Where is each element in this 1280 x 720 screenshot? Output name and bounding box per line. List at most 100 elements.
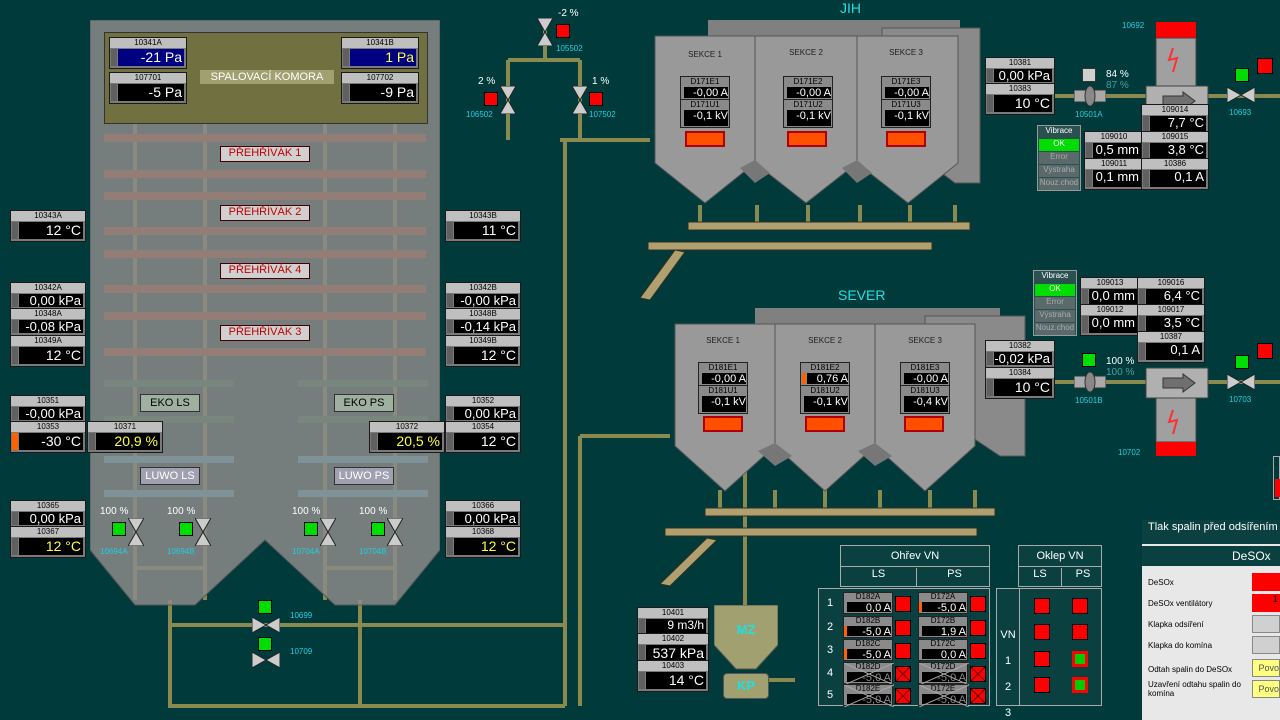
valve-10694A-icon[interactable] bbox=[128, 518, 144, 546]
jih-section-2-voltage[interactable]: D171U2-0,1 kV bbox=[783, 99, 833, 128]
jih-section-3-voltage[interactable]: D171U3-0,1 kV bbox=[881, 99, 931, 128]
oklep-1-ls-status[interactable] bbox=[1034, 624, 1050, 640]
valve-10694B-status[interactable] bbox=[179, 522, 193, 536]
ohrev-ps-tag[interactable]: D172E-5,0 A bbox=[918, 684, 969, 707]
tag-10351[interactable]: 10351-0,00 kPa bbox=[10, 395, 86, 423]
valve-10699-status[interactable] bbox=[258, 600, 272, 614]
sever-section-1-status-lamp[interactable] bbox=[703, 416, 743, 432]
desox-draw-button[interactable]: Povo bbox=[1252, 659, 1280, 677]
valve-10704A-status[interactable] bbox=[304, 522, 318, 536]
oklep-vn-ls-status[interactable] bbox=[1034, 598, 1050, 614]
exhaust-fan-10702[interactable] bbox=[1143, 366, 1213, 458]
damper-10501A-status[interactable] bbox=[1082, 68, 1096, 82]
ohrev-ls-heater-status[interactable] bbox=[895, 643, 911, 659]
desox-close-button[interactable]: Povo bbox=[1252, 680, 1280, 698]
oklep-vn-ps-status[interactable] bbox=[1072, 598, 1088, 614]
tag-10382[interactable]: 10382-0,02 kPa bbox=[985, 340, 1055, 368]
valve-10703-alarm[interactable] bbox=[1257, 343, 1273, 359]
valve-105502-status[interactable] bbox=[556, 24, 570, 38]
damper-10501B-icon[interactable] bbox=[1074, 370, 1106, 394]
sever-section-1-voltage[interactable]: D181U1-0,1 kV bbox=[698, 385, 748, 414]
oklep-1-ps-status[interactable] bbox=[1072, 624, 1088, 640]
valve-10709-icon[interactable] bbox=[252, 652, 280, 668]
ohrev-ls-tag[interactable]: D182B-5,0 A bbox=[843, 616, 893, 638]
valve-10703-icon[interactable] bbox=[1227, 374, 1255, 390]
valve-106502-icon[interactable] bbox=[500, 86, 516, 114]
ohrev-ps-heater-status[interactable] bbox=[970, 620, 986, 636]
valve-10704B-icon[interactable] bbox=[387, 518, 403, 546]
valve-10704A-icon[interactable] bbox=[320, 518, 336, 546]
damper-10501A-icon[interactable] bbox=[1074, 84, 1106, 108]
jih-section-1-voltage[interactable]: D171U1-0,1 kV bbox=[680, 99, 730, 128]
oklep-2-ps-status[interactable] bbox=[1072, 651, 1088, 667]
valve-10693-alarm[interactable] bbox=[1257, 58, 1273, 74]
jih-section-3-current[interactable]: D171E3-0,00 A bbox=[881, 76, 931, 100]
ohrev-ls-tag[interactable]: D182C-5,0 A bbox=[843, 639, 893, 661]
jih-section-1-current[interactable]: D171E1-0,00 A bbox=[680, 76, 730, 100]
tag-107701[interactable]: 107701-5 Pa bbox=[109, 72, 187, 104]
ohrev-ls-heater-status[interactable] bbox=[895, 666, 911, 682]
mz-tank[interactable] bbox=[714, 605, 778, 673]
sever-section-3-current[interactable]: D181E3-0,00 A bbox=[900, 362, 950, 386]
oklep-3-ls-status[interactable] bbox=[1034, 677, 1050, 693]
valve-10709-status[interactable] bbox=[258, 637, 272, 651]
desox-status[interactable] bbox=[1252, 573, 1280, 591]
tag-10353[interactable]: 10353-30 °C bbox=[10, 421, 86, 453]
kp-tank-label[interactable]: KP bbox=[723, 673, 769, 699]
oklep-3-ps-status[interactable] bbox=[1072, 677, 1088, 693]
valve-105502-icon[interactable] bbox=[537, 18, 553, 46]
jih-section-1-status-lamp[interactable] bbox=[685, 131, 725, 147]
ohrev-ls-heater-status[interactable] bbox=[895, 688, 911, 704]
sever-section-3-voltage[interactable]: D181U3-0,4 kV bbox=[900, 385, 950, 414]
sever-section-2-voltage[interactable]: D181U2-0,1 kV bbox=[800, 385, 850, 414]
tag-10341A[interactable]: 10341A-21 Pa bbox=[109, 37, 187, 69]
ohrev-ps-tag[interactable]: D172A-5,0 A bbox=[918, 592, 968, 614]
ohrev-ps-heater-status[interactable] bbox=[970, 596, 986, 612]
desox-fans-status[interactable]: 1 bbox=[1252, 594, 1280, 612]
sever-section-3-status-lamp[interactable] bbox=[904, 416, 944, 432]
valve-10694B-icon[interactable] bbox=[195, 518, 211, 546]
sever-section-2-status-lamp[interactable] bbox=[805, 416, 845, 432]
ohrev-ps-heater-status[interactable] bbox=[970, 666, 986, 682]
ohrev-ls-heater-status[interactable] bbox=[895, 596, 911, 612]
ohrev-ls-tag[interactable]: D182E-5,0 A bbox=[843, 684, 894, 707]
ohrev-ps-heater-status[interactable] bbox=[970, 688, 986, 704]
jih-section-3-status-lamp[interactable] bbox=[886, 131, 926, 147]
tag-107702[interactable]: 107702-9 Pa bbox=[341, 72, 419, 104]
valve-10693-icon[interactable] bbox=[1227, 87, 1255, 103]
valve-10694A-status[interactable] bbox=[112, 522, 126, 536]
valve-10703-status[interactable] bbox=[1235, 355, 1249, 369]
valve-107502-status[interactable] bbox=[589, 92, 603, 106]
oklep-2-ls-status[interactable] bbox=[1034, 651, 1050, 667]
tag-10348B[interactable]: 10348B-0,14 kPa bbox=[445, 308, 521, 336]
desox-damper-status[interactable] bbox=[1252, 615, 1280, 633]
valve-107502-icon[interactable] bbox=[572, 86, 588, 114]
jih-section-2-status-lamp[interactable] bbox=[787, 131, 827, 147]
desox-stack-damper-status[interactable] bbox=[1252, 636, 1280, 654]
